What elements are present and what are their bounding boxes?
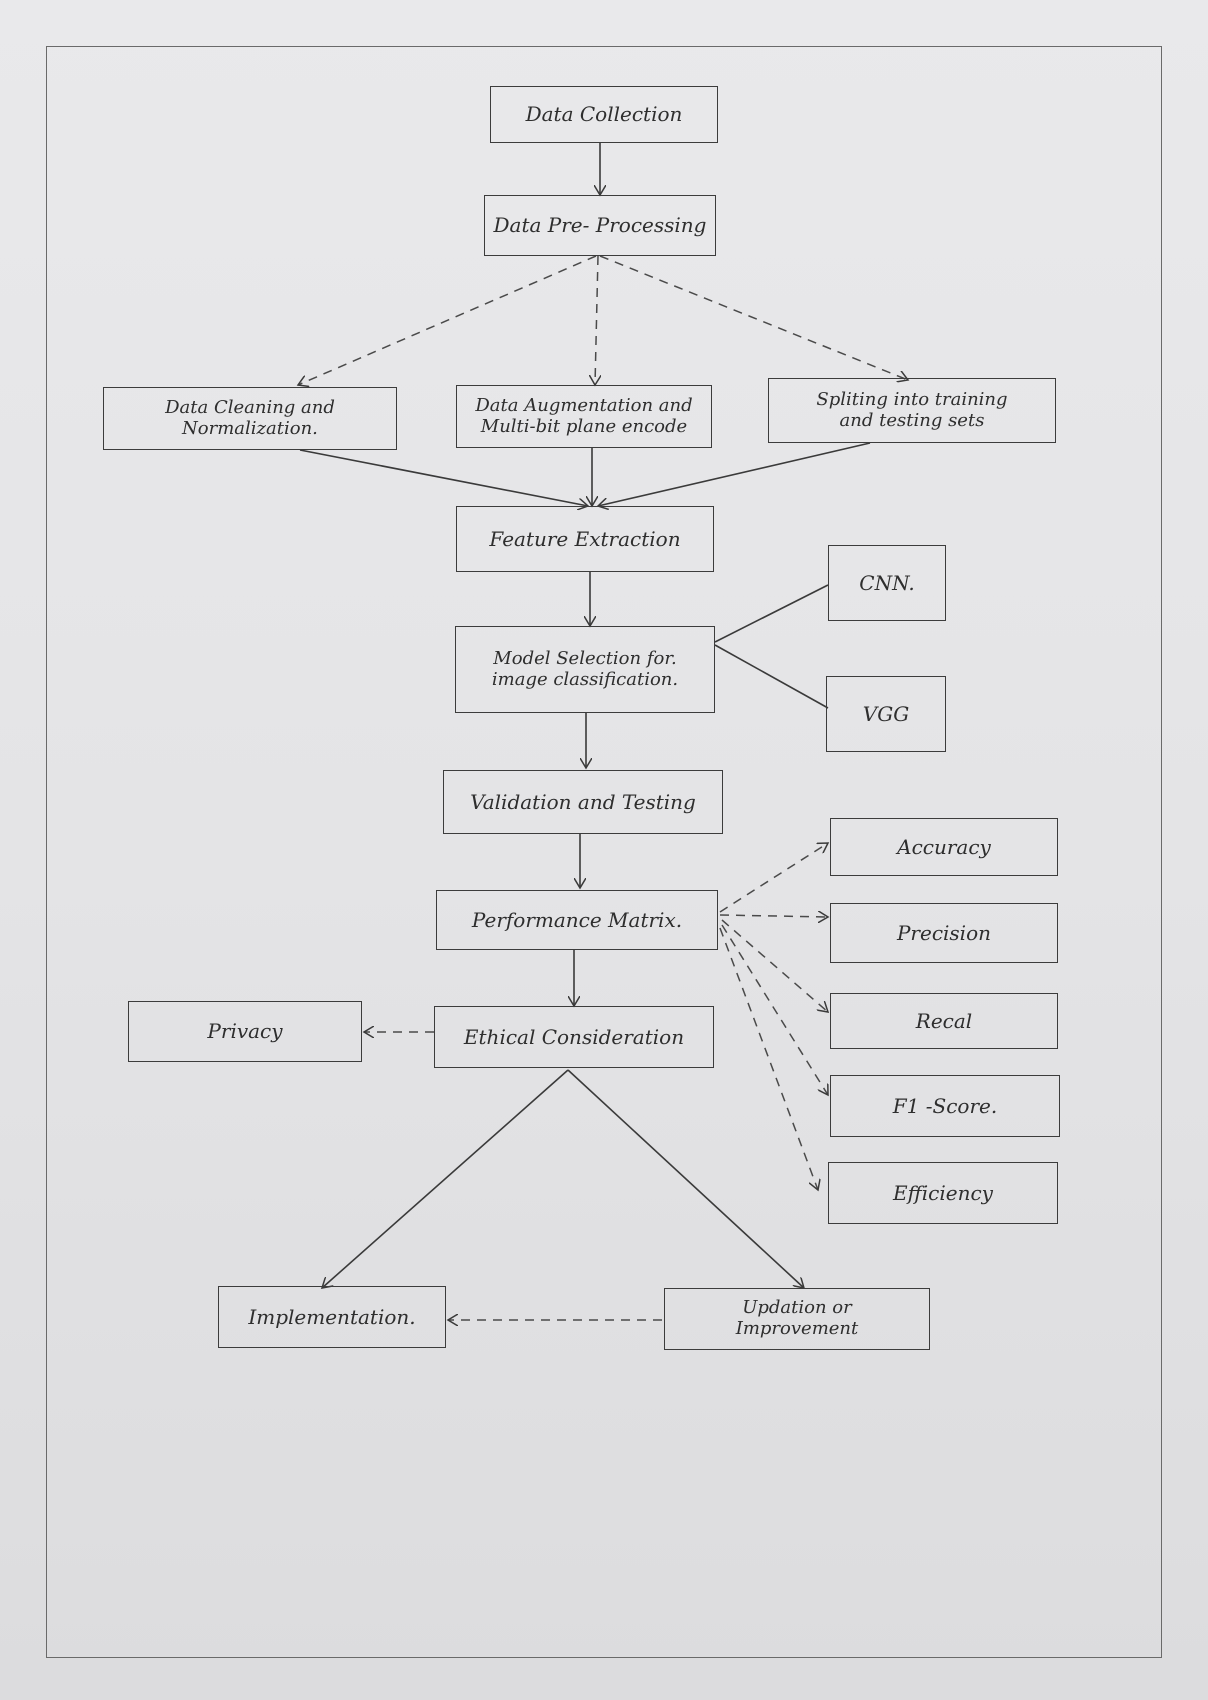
node-vgg: VGG [826,676,946,752]
node-label: Recal [915,1008,973,1033]
node-efficiency: Efficiency [828,1162,1058,1224]
node-label: Precision [896,920,992,945]
node-data-preprocessing: Data Pre- Processing [484,195,716,256]
edge-performance-accuracy [719,843,828,913]
node-validation-testing: Validation and Testing [443,770,723,834]
node-label: CNN. [859,570,915,595]
edge-preprocessing-splitting [599,255,908,380]
node-precision: Precision [830,903,1058,963]
node-label: Data Pre- Processing [493,213,707,237]
node-label: Model Selection for. image classificatio… [491,647,679,690]
edge-model-vgg [714,644,829,709]
edge-performance-f1 [721,924,828,1095]
edge-preprocessing-augmentation [595,255,598,385]
node-data-collection: Data Collection [490,86,718,143]
node-cnn: CNN. [828,545,946,621]
node-label: Feature Extraction [489,526,681,551]
edge-cleaning-feature [299,449,588,506]
node-label: VGG [862,701,910,726]
node-data-cleaning: Data Cleaning and Normalization. [103,387,397,450]
edge-splitting-feature [598,442,871,506]
node-label: Data Collection [525,102,683,126]
edge-performance-recall [721,919,828,1012]
node-splitting: Spliting into training and testing sets [768,378,1056,443]
node-accuracy: Accuracy [830,818,1058,876]
node-implementation: Implementation. [218,1286,446,1348]
node-updation: Updation or Improvement [664,1288,930,1350]
node-performance-matrix: Performance Matrix. [436,890,718,950]
node-label: Accuracy [897,834,991,859]
node-label: Data Cleaning and Normalization. [165,396,335,439]
edge-performance-precision [719,915,828,917]
edge-ethical-updation [567,1069,804,1288]
node-label: Spliting into training and testing sets [816,388,1008,431]
node-ethical-consideration: Ethical Consideration [434,1006,714,1068]
edge-performance-efficiency [719,927,818,1190]
node-feature-extraction: Feature Extraction [456,506,714,572]
node-model-selection: Model Selection for. image classificatio… [455,626,715,713]
edge-ethical-implementation [322,1069,569,1288]
node-label: Efficiency [893,1180,993,1205]
node-f1-score: F1 -Score. [830,1075,1060,1137]
node-label: Updation or Improvement [735,1297,859,1339]
node-recall: Recal [830,993,1058,1049]
page-frame [46,46,1162,1658]
node-label: Validation and Testing [470,789,696,814]
edge-model-cnn [714,584,829,643]
node-label: F1 -Score. [892,1093,998,1118]
node-data-augmentation: Data Augmentation and Multi-bit plane en… [456,385,712,448]
node-label: Implementation. [248,1304,416,1329]
node-label: Performance Matrix. [471,907,683,932]
node-privacy: Privacy [128,1001,362,1062]
edge-preprocessing-cleaning [298,255,597,385]
node-label: Ethical Consideration [463,1024,685,1049]
node-label: Privacy [207,1019,283,1043]
node-label: Data Augmentation and Multi-bit plane en… [475,394,693,437]
